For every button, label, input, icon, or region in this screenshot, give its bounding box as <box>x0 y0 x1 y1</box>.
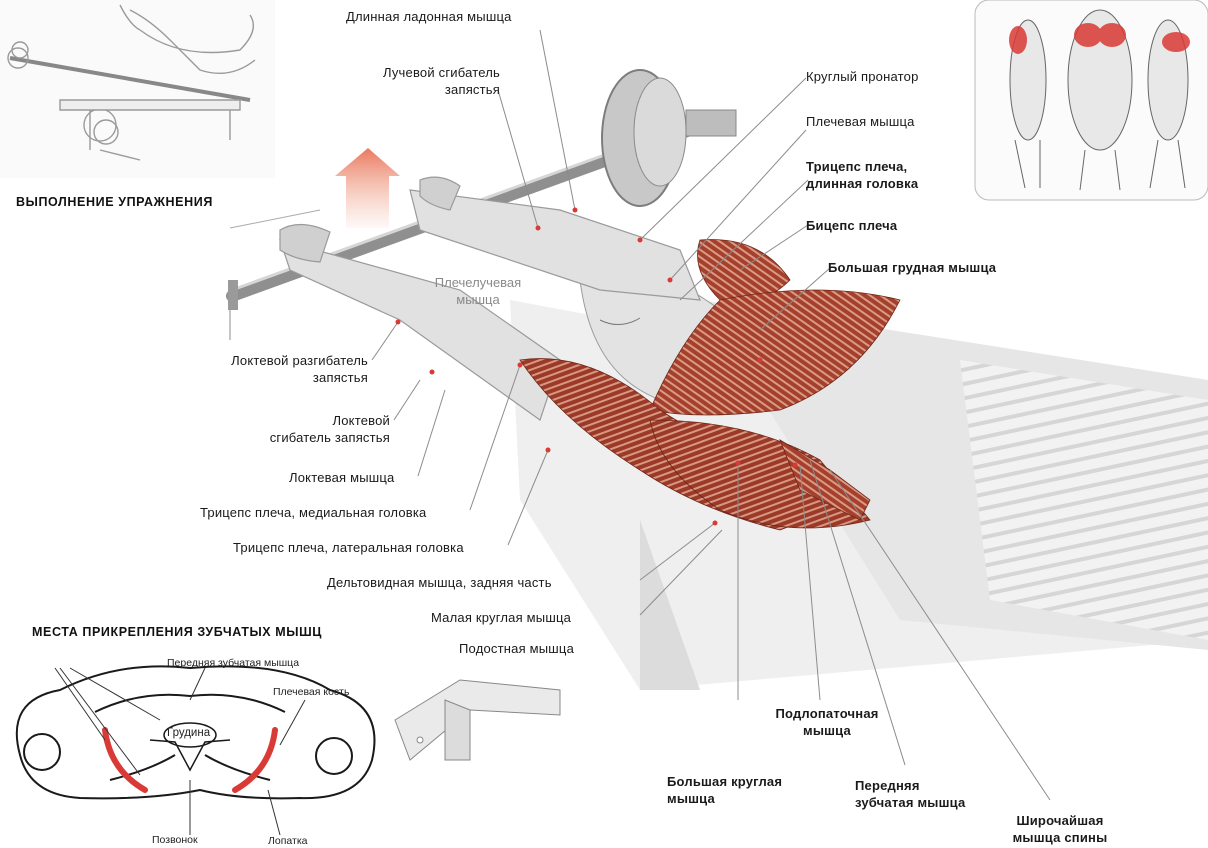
diagram-label-scapula: Лопатка <box>268 835 308 848</box>
label-anconeus: Локтевая мышца <box>289 469 394 486</box>
diagram-label-humerus: Плечевая кость <box>273 686 349 699</box>
label-brachialis: Плечевая мышца <box>806 113 915 130</box>
label-deltoid-posterior: Дельтовидная мышца, задняя часть <box>327 574 552 591</box>
label-flexor-carpi-radialis: Лучевой сгибатель запястья <box>350 64 500 98</box>
diagram-label-serratus: Передняя зубчатая мышца <box>167 657 299 670</box>
label-latissimus-dorsi: Широчайшая мышца спины <box>990 812 1130 846</box>
label-teres-major: Большая круглая мышца <box>667 773 782 807</box>
heading-attachments: МЕСТА ПРИКРЕПЛЕНИЯ ЗУБЧАТЫХ МЫШЦ <box>32 625 322 639</box>
label-flexor-carpi-ulnaris: Локтевой сгибатель запястья <box>220 412 390 446</box>
label-palmaris-longus: Длинная ладонная мышца <box>346 8 512 25</box>
label-infraspinatus: Подостная мышца <box>459 640 574 657</box>
label-pronator-teres: Круглый пронатор <box>806 68 919 85</box>
label-teres-minor: Малая круглая мышца <box>431 609 571 626</box>
label-triceps-lateral-head: Трицепс плеча, латеральная головка <box>233 539 464 556</box>
label-brachioradialis: Плечелучевая мышца <box>418 274 538 308</box>
diagram-label-vertebra: Позвонок <box>152 834 198 847</box>
bench-leg-sketch <box>395 680 560 760</box>
label-biceps: Бицепс плеча <box>806 217 897 234</box>
muscle-figures-thumbnail <box>975 0 1208 200</box>
heading-execution: ВЫПОЛНЕНИЕ УПРАЖНЕНИЯ <box>16 195 213 209</box>
label-extensor-carpi-ulnaris: Локтевой разгибатель запястья <box>190 352 368 386</box>
label-triceps-medial-head: Трицепс плеча, медиальная головка <box>200 504 426 521</box>
label-pectoralis-major: Большая грудная мышца <box>828 259 996 276</box>
lift-direction-arrow <box>335 148 400 228</box>
diagram-label-sternum: Грудина <box>167 727 210 740</box>
label-triceps-long-head: Трицепс плеча, длинная головка <box>806 158 918 192</box>
exercise-thumbnail <box>0 0 275 178</box>
label-subscapularis: Подлопаточная мышца <box>752 705 902 739</box>
label-serratus-anterior: Передняя зубчатая мышца <box>855 777 965 811</box>
